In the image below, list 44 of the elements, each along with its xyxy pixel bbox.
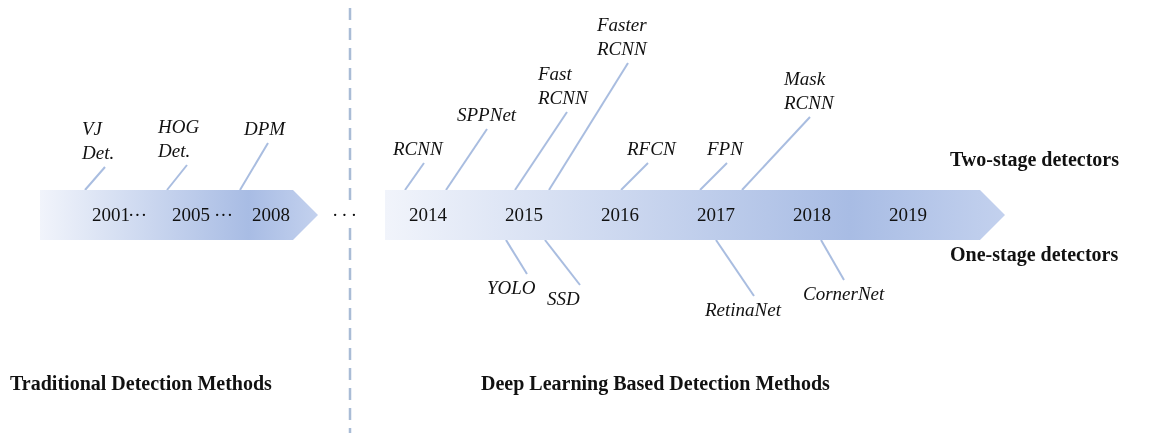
method-label: SPPNet xyxy=(457,104,517,125)
method-label: YOLO xyxy=(487,277,536,298)
ellipsis-dots: ··· xyxy=(128,204,147,226)
leader-line xyxy=(166,164,188,191)
leader-line xyxy=(544,239,581,286)
year-label: 2014 xyxy=(409,204,447,226)
method-label: VJ Det. xyxy=(82,118,115,163)
method-label: Fast RCNN xyxy=(538,63,588,108)
method-label: RetinaNet xyxy=(705,299,781,320)
leader-line xyxy=(505,239,528,275)
year-label: 2008 xyxy=(252,204,290,226)
method-label: FPN xyxy=(707,138,743,159)
section-heading: Deep Learning Based Detection Methods xyxy=(481,372,830,395)
year-label: 2019 xyxy=(889,204,927,226)
leader-line xyxy=(404,162,425,191)
leader-line xyxy=(741,116,811,191)
year-label: 2001 xyxy=(92,204,130,226)
leader-line xyxy=(548,62,629,191)
section-heading: Traditional Detection Methods xyxy=(10,372,272,395)
method-label: RCNN xyxy=(393,138,443,159)
section-label: One-stage detectors xyxy=(950,243,1119,266)
leader-line xyxy=(514,111,568,191)
leader-line xyxy=(239,142,269,191)
method-label: Faster RCNN xyxy=(597,14,647,59)
method-label: RFCN xyxy=(627,138,676,159)
leader-line xyxy=(84,166,106,191)
year-label: 2005 xyxy=(172,204,210,226)
method-label: DPM xyxy=(244,118,286,139)
leader-line xyxy=(620,162,649,191)
year-label: 2016 xyxy=(601,204,639,226)
leader-line xyxy=(715,239,755,297)
ellipsis-dots: ··· xyxy=(214,204,233,226)
section-label: Two-stage detectors xyxy=(950,148,1119,171)
timeline-arrow xyxy=(40,190,318,240)
leader-line xyxy=(820,239,845,281)
year-label: 2015 xyxy=(505,204,543,226)
method-label: Mask RCNN xyxy=(784,68,834,113)
method-label: SSD xyxy=(547,288,580,309)
leader-line xyxy=(445,128,488,191)
year-label: 2018 xyxy=(793,204,831,226)
year-label: 2017 xyxy=(697,204,735,226)
leader-line xyxy=(699,162,728,191)
method-label: CornerNet xyxy=(803,283,885,304)
method-label: HOG Det. xyxy=(158,116,200,161)
